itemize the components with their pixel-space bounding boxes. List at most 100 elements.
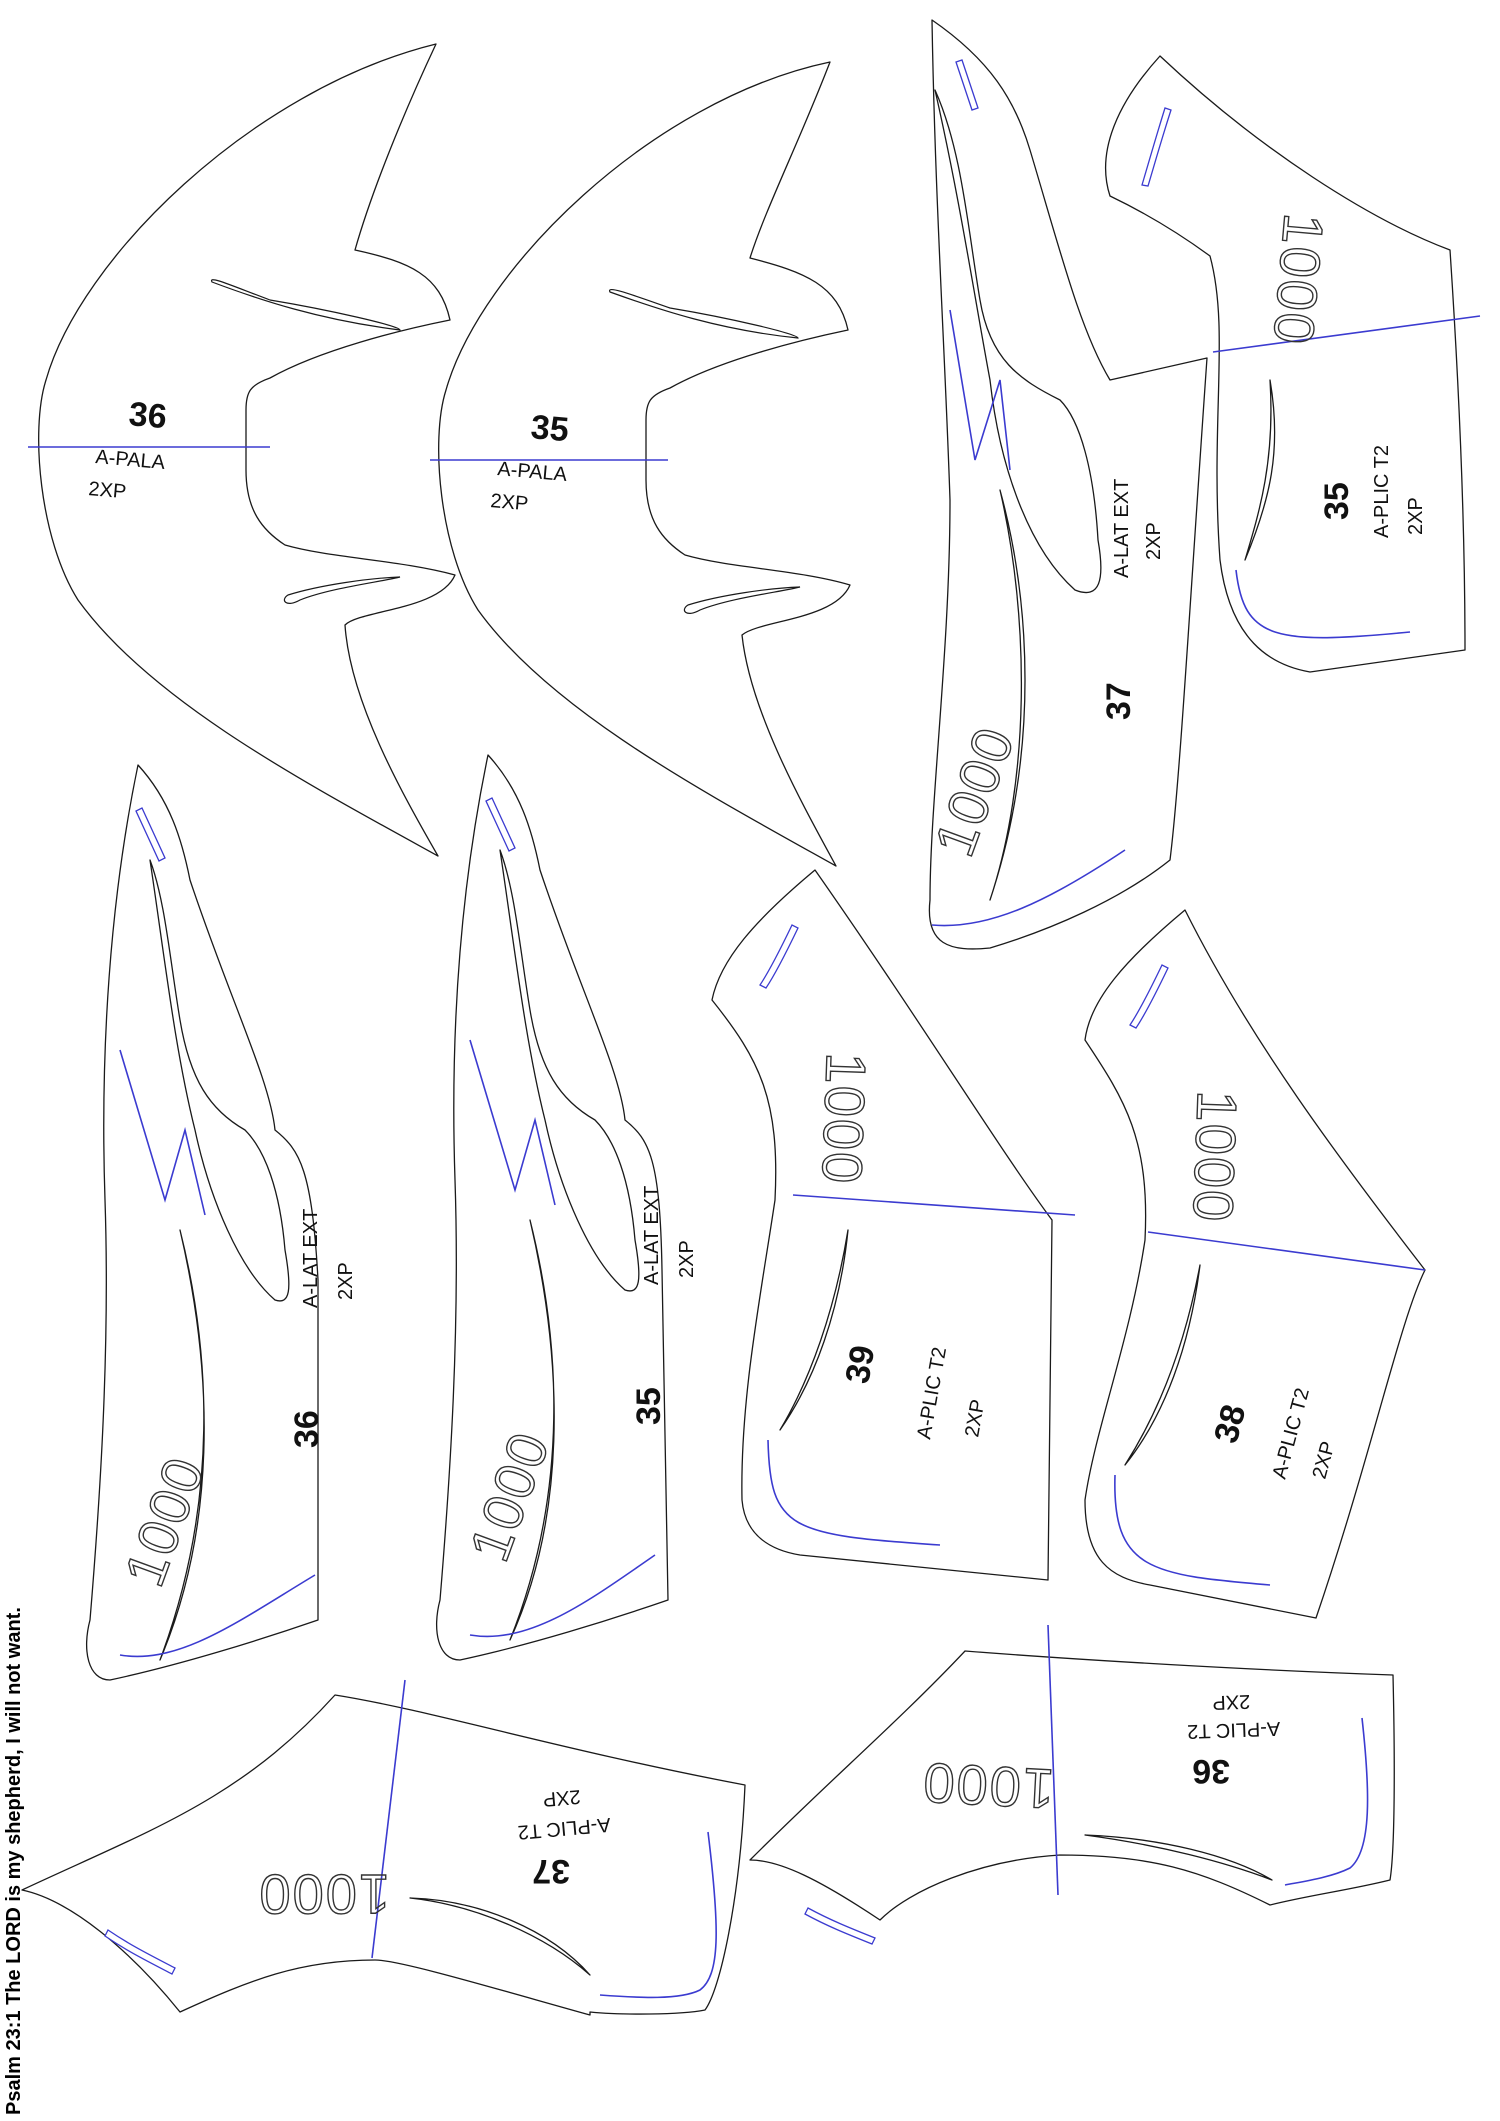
verse-text: Psalm 23:1 The LORD is my shepherd, I wi…: [3, 1607, 25, 2115]
plic-37-number: 37: [532, 1852, 570, 1890]
plic-39-mark: 1000: [810, 1052, 878, 1187]
lat-35-outline: [435, 754, 669, 1661]
lat-35-slot-top: [485, 797, 516, 852]
lat-36-outline: [85, 764, 319, 1681]
plic-37-mark: 1000: [257, 1863, 390, 1926]
plic-38-number: 38: [1207, 1401, 1253, 1447]
pala-36-qty: 2XP: [88, 478, 128, 503]
lat-37-qty: 2XP: [1143, 522, 1165, 560]
pala-36-slot-bottom: [283, 576, 401, 604]
plic-36-slot-left: [804, 1907, 876, 1945]
piece-pala-36: 36 A-PALA 2XP: [28, 43, 456, 857]
plic-39-outline: [711, 869, 1053, 1581]
pala-36-slot-top: [211, 279, 401, 331]
pala-35-qty: 2XP: [490, 490, 530, 515]
piece-plic-35: 1000 35 A-PLIC T2 2XP: [1105, 55, 1481, 673]
lat-37-name: A-LAT EXT: [1111, 479, 1133, 578]
piece-plic-37: 1000 37 A-PLIC T2 2XP: [21, 1679, 746, 2016]
plic-39-name: A-PLIC T2: [913, 1345, 951, 1440]
plic-39-guide-bottom: [767, 1439, 941, 1546]
pala-36-outline: [38, 43, 456, 857]
lat-37-guide-zigzag: [949, 309, 1011, 471]
piece-plic-39: 1000 39 A-PLIC T2 2XP: [711, 869, 1076, 1581]
lat-36-number: 36: [288, 1410, 326, 1448]
pala-35-slot-bottom: [683, 586, 801, 614]
plic-36-number: 36: [1192, 1752, 1230, 1790]
lat-36-guide-zigzag: [119, 1049, 206, 1216]
lat-36-curve: [159, 1229, 205, 1661]
plic-35-curve: [1244, 379, 1276, 561]
lat-35-number: 35: [630, 1387, 668, 1425]
lat-36-name: A-LAT EXT: [300, 1209, 322, 1308]
lat-35-name: A-LAT EXT: [641, 1186, 663, 1285]
piece-pala-35: 35 A-PALA 2XP: [430, 61, 851, 867]
plic-36-grain-line: [1047, 1624, 1059, 1896]
plic-35-guide-bottom: [1235, 569, 1411, 639]
plic-39-curve: [779, 1229, 849, 1431]
lat-37-outline: [928, 19, 1208, 950]
plic-38-outline: [1084, 909, 1426, 1619]
plic-37-qty: 2XP: [542, 1785, 582, 1810]
piece-lat-36: 1000 36 A-LAT EXT 2XP: [85, 764, 357, 1681]
piece-plic-36: 1000 36 A-PLIC T2 2XP: [749, 1624, 1395, 1945]
lat-35-guide-bottom: [469, 1554, 656, 1638]
plic-38-guide-bottom: [1114, 1474, 1271, 1586]
plic-37-guide-right: [599, 1831, 717, 1999]
lat-35-qty: 2XP: [676, 1240, 698, 1278]
pala-36-name: A-PALA: [95, 446, 167, 474]
lat-36-inner: [149, 859, 290, 1302]
plic-37-slot-left: [104, 1929, 176, 1975]
pala-35-number: 35: [529, 408, 570, 449]
pala-35-slot-top: [609, 288, 799, 339]
plic-37-name: A-PLIC T2: [517, 1813, 612, 1843]
plic-35-slot-top: [1141, 107, 1172, 187]
plic-36-name: A-PLIC T2: [1187, 1717, 1281, 1742]
plic-38-qty: 2XP: [1309, 1439, 1340, 1481]
lat-35-curve: [509, 1219, 555, 1641]
piece-plic-38: 1000 38 A-PLIC T2 2XP: [1084, 909, 1426, 1619]
plic-38-name: A-PLIC T2: [1269, 1386, 1314, 1482]
plic-35-mark: 1000: [1261, 211, 1335, 349]
lat-35-mark: 1000: [457, 1423, 562, 1569]
lat-36-qty: 2XP: [335, 1262, 357, 1300]
lat-36-slot-top: [135, 807, 166, 862]
pala-36-number: 36: [127, 395, 168, 436]
plic-39-grain-line: [792, 1194, 1076, 1216]
plic-37-outline: [21, 1694, 746, 2016]
plic-39-number: 39: [838, 1343, 882, 1387]
plic-38-mark: 1000: [1181, 1090, 1249, 1225]
plic-39-qty: 2XP: [961, 1398, 989, 1439]
plic-35-qty: 2XP: [1405, 497, 1427, 535]
lat-37-number: 37: [1100, 682, 1138, 720]
plic-38-slot-top: [1129, 964, 1169, 1029]
plic-35-name: A-PLIC T2: [1371, 445, 1393, 538]
plic-35-grain-line: [1212, 315, 1481, 353]
lat-37-inner: [934, 89, 1102, 594]
piece-lat-35: 1000 35 A-LAT EXT 2XP: [435, 754, 698, 1661]
plic-36-mark: 1000: [920, 1751, 1056, 1821]
plic-35-outline: [1105, 55, 1466, 673]
lat-36-guide-bottom: [119, 1574, 316, 1658]
lat-37-curve: [989, 489, 1026, 901]
plic-37-grain-line: [371, 1679, 406, 1959]
piece-lat-37: 1000 37 A-LAT EXT 2XP: [921, 19, 1208, 950]
plic-38-grain-line: [1147, 1231, 1426, 1271]
plic-39-slot-top: [759, 924, 799, 989]
plic-35-number: 35: [1318, 482, 1356, 520]
lat-37-slot-top: [955, 59, 979, 111]
pala-35-outline: [438, 61, 851, 867]
plic-36-curve: [1084, 1834, 1273, 1881]
pala-35-name: A-PALA: [497, 458, 569, 486]
plic-38-curve: [1124, 1264, 1201, 1466]
plic-36-qty: 2XP: [1212, 1690, 1251, 1713]
lat-37-mark: 1000: [922, 718, 1027, 864]
lat-37-guide-bottom: [931, 849, 1126, 927]
plic-36-outline: [749, 1650, 1395, 1921]
lat-35-inner: [499, 849, 640, 1292]
plic-36-guide-right: [1284, 1717, 1369, 1886]
lat-36-mark: 1000: [112, 1448, 217, 1594]
lat-35-guide-zigzag: [469, 1039, 556, 1206]
plic-37-curve: [409, 1897, 591, 1976]
